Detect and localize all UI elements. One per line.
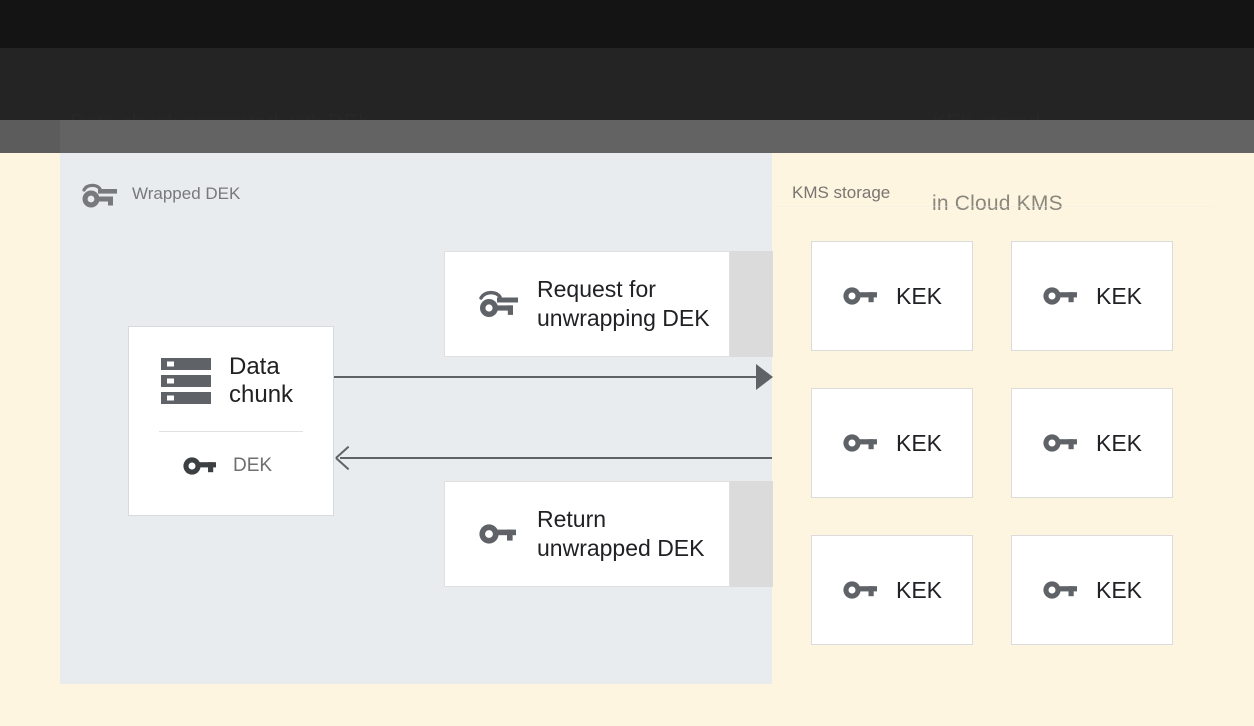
kek-label: KEK (1095, 576, 1143, 603)
key-icon (842, 577, 880, 603)
left-gutter (0, 153, 60, 726)
return-card-text: Return unwrapped DEK (537, 506, 705, 561)
header-gray-band-notch (0, 120, 60, 153)
key-icon (183, 454, 217, 478)
wrapped-key-icon (80, 181, 118, 209)
header-gray-band (0, 120, 1254, 153)
data-chunk-header: Data chunk (129, 327, 333, 409)
kms-storage-title: KMS storage (792, 183, 891, 202)
header-obscured-right-line-2: in Cloud KMS (932, 192, 1213, 215)
kek-label: KEK (895, 429, 943, 456)
kek-grid: KEK KEK KEK (811, 241, 1173, 645)
data-chunk-card[interactable]: Data chunk DEK (128, 326, 334, 516)
kek-box[interactable]: KEK (811, 241, 973, 351)
response-arrow-head-icon (336, 447, 352, 467)
kek-box[interactable]: KEK (1011, 388, 1173, 498)
kek-box[interactable]: KEK (1011, 241, 1173, 351)
key-icon (842, 430, 880, 456)
key-icon (842, 283, 880, 309)
response-arrow (340, 457, 772, 459)
wrapped-key-icon (477, 288, 519, 320)
kek-box[interactable]: KEK (811, 535, 973, 645)
kek-box[interactable]: KEK (1011, 535, 1173, 645)
key-icon (477, 519, 519, 549)
wrapped-dek-title: Wrapped DEK (132, 184, 241, 203)
kek-label: KEK (1095, 429, 1143, 456)
header-obscured-text-right: KEK stored in Cloud KMS (932, 55, 1213, 271)
return-unwrapped-card[interactable]: Return unwrapped DEK (444, 481, 730, 587)
data-chunk-title: Data chunk (229, 353, 294, 408)
request-arrow (334, 376, 770, 378)
card-divider (159, 431, 303, 432)
request-arrow-head-icon (756, 364, 773, 390)
key-icon (1042, 430, 1080, 456)
data-chunk-icon (159, 356, 213, 406)
kek-label: KEK (895, 282, 943, 309)
header-dark-inner-band (0, 48, 1254, 120)
request-unwrap-card[interactable]: Request for unwrapping DEK (444, 251, 730, 357)
kek-label: KEK (895, 576, 943, 603)
data-chunk-dek-row: DEK (129, 432, 333, 478)
request-card-text: Request for unwrapping DEK (537, 276, 710, 331)
key-icon (1042, 577, 1080, 603)
dek-label: DEK (233, 455, 273, 476)
kek-box[interactable]: KEK (811, 388, 973, 498)
key-icon (1042, 283, 1080, 309)
kek-label: KEK (1095, 282, 1143, 309)
